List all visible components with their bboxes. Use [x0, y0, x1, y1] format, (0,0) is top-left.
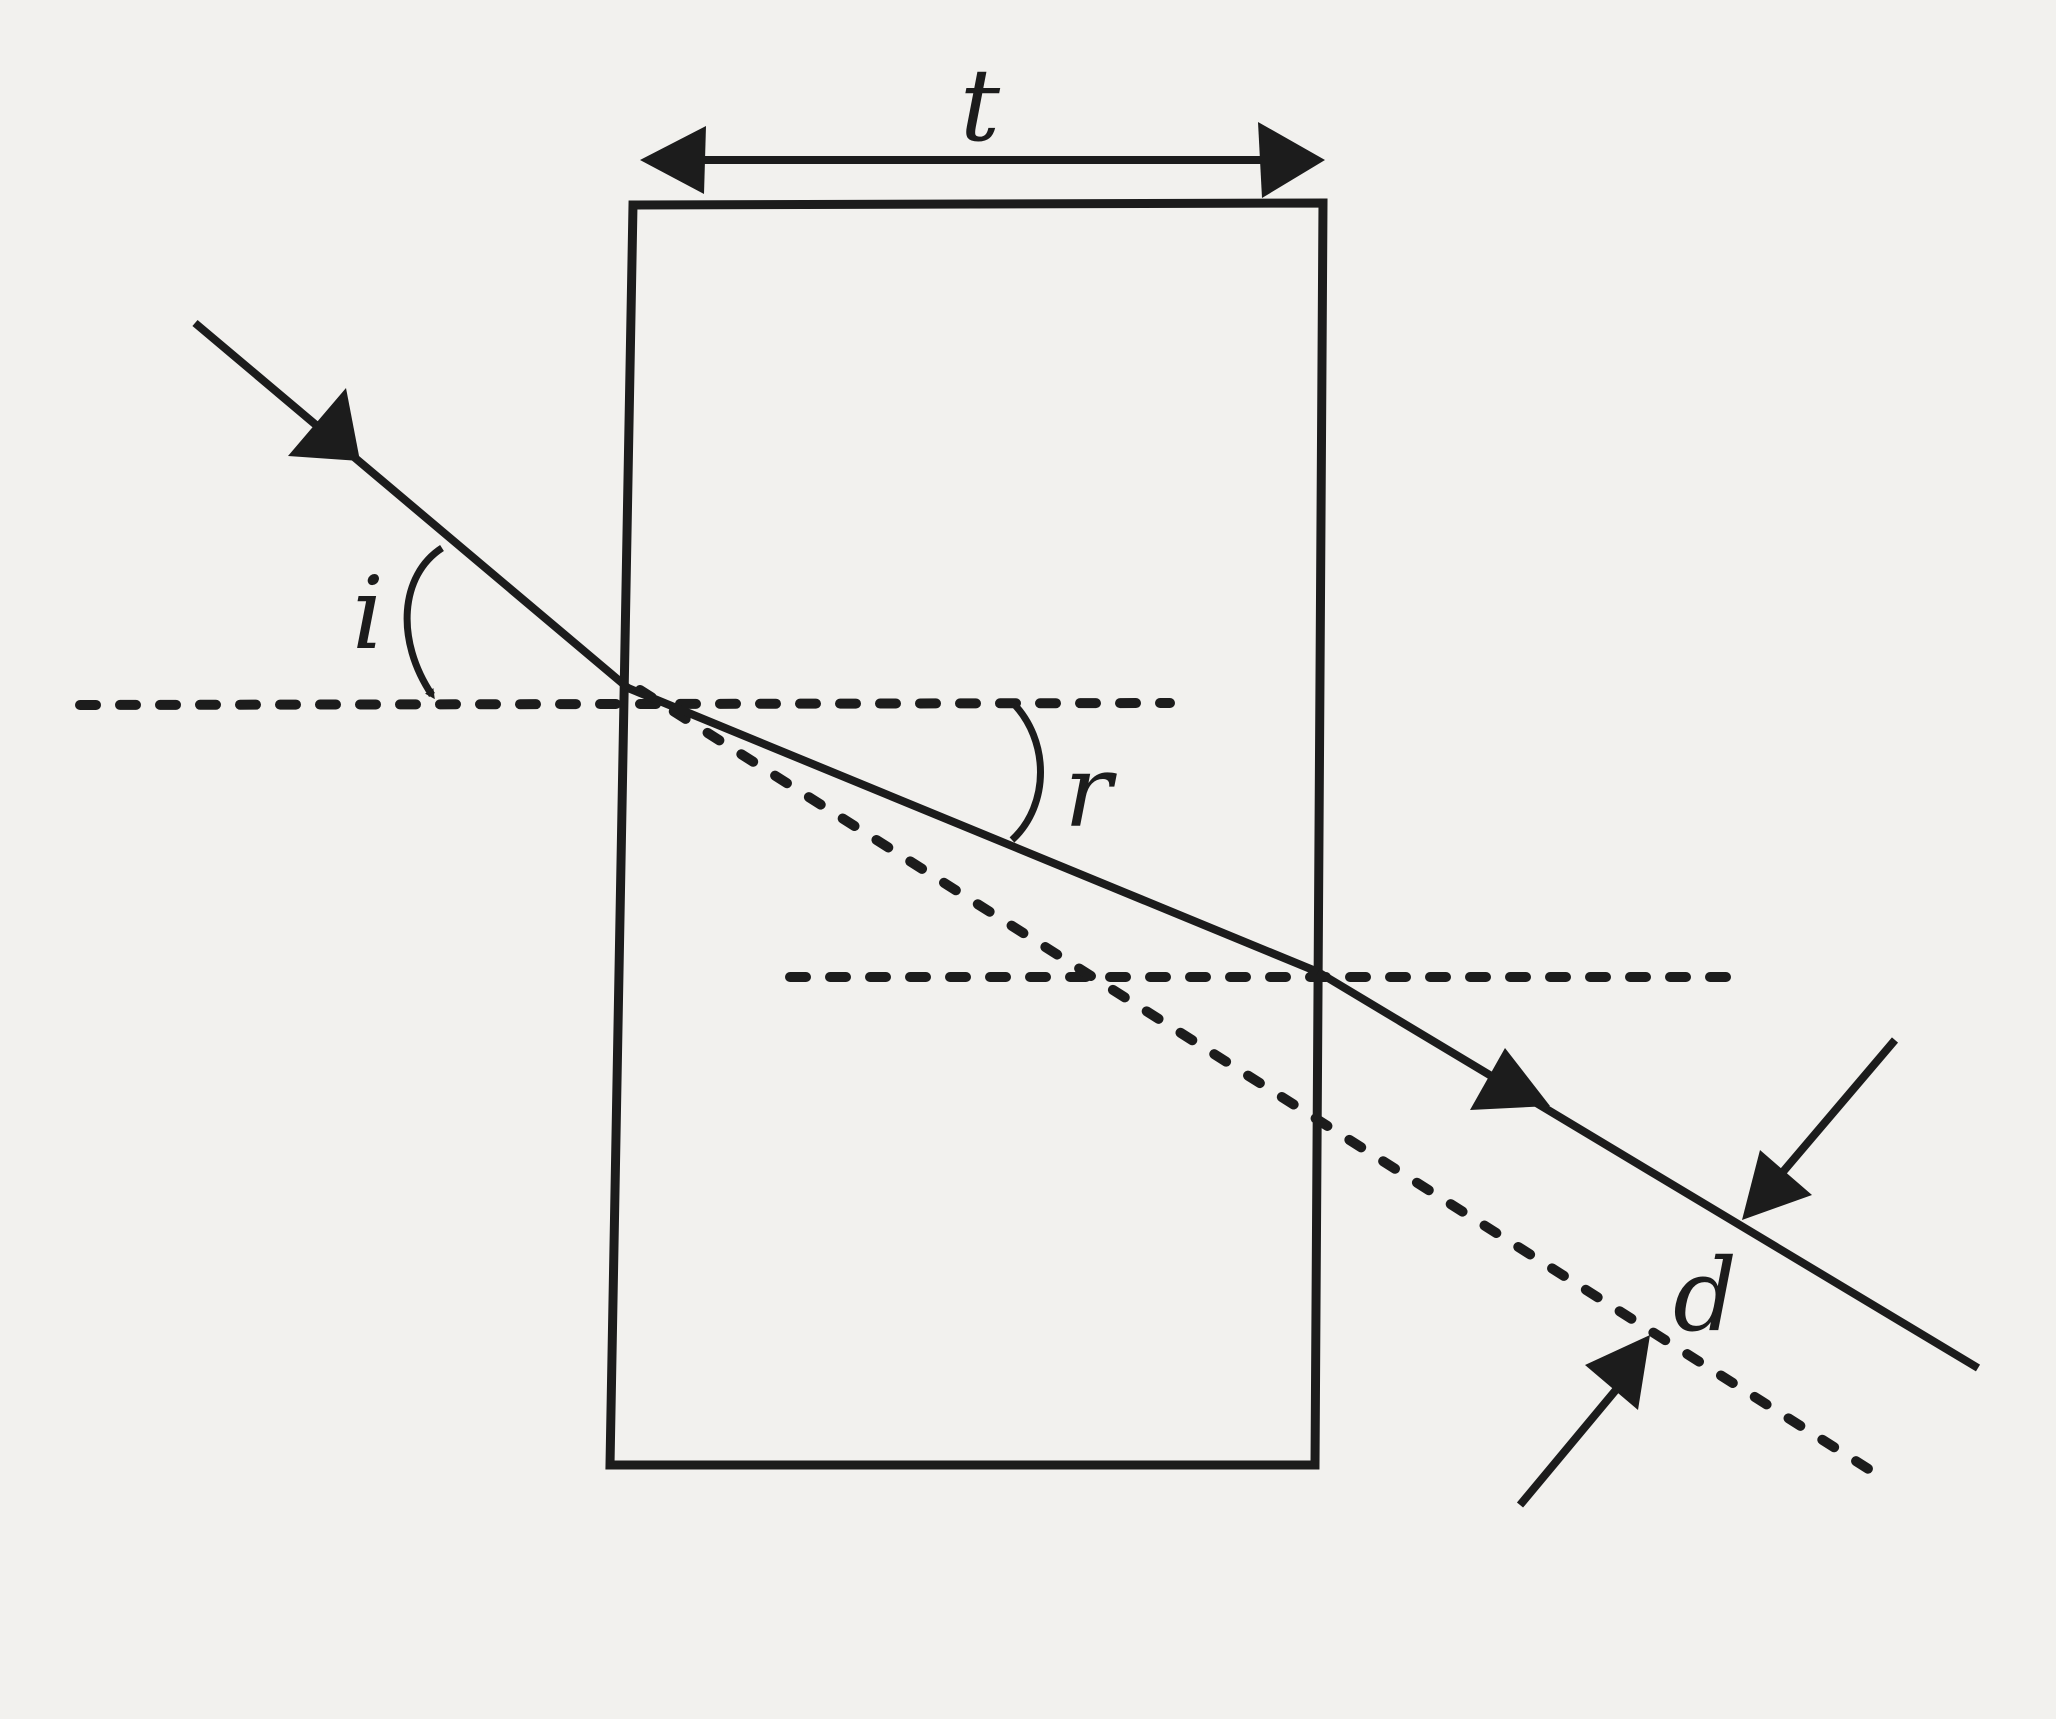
thickness-label: t	[960, 47, 1001, 164]
emergent-ray-arrowhead	[1470, 1048, 1550, 1110]
thickness-dimension-arrow	[640, 122, 1325, 198]
lateral-shift-label: d	[1673, 1237, 1737, 1354]
refraction-angle-arc	[1009, 699, 1044, 843]
incidence-angle-label: i	[352, 555, 384, 672]
emergent-ray	[1315, 968, 1981, 1372]
lateral-shift-arrows	[1516, 1037, 1899, 1508]
thickness-arrowhead-left	[640, 126, 706, 194]
undeviated-ray-extension	[635, 685, 1875, 1475]
lateral-shift-arrowhead-lower	[1585, 1335, 1650, 1410]
refracted-ray	[626, 684, 1320, 976]
incidence-angle-arc	[403, 545, 444, 700]
incident-ray-arrowhead	[288, 388, 360, 461]
glass-slab	[605, 198, 1328, 1470]
thickness-arrowhead-right	[1258, 122, 1325, 198]
incident-ray	[192, 319, 631, 692]
lateral-shift-arrowhead-upper	[1742, 1150, 1812, 1220]
refraction-angle-label: r	[1064, 733, 1117, 850]
